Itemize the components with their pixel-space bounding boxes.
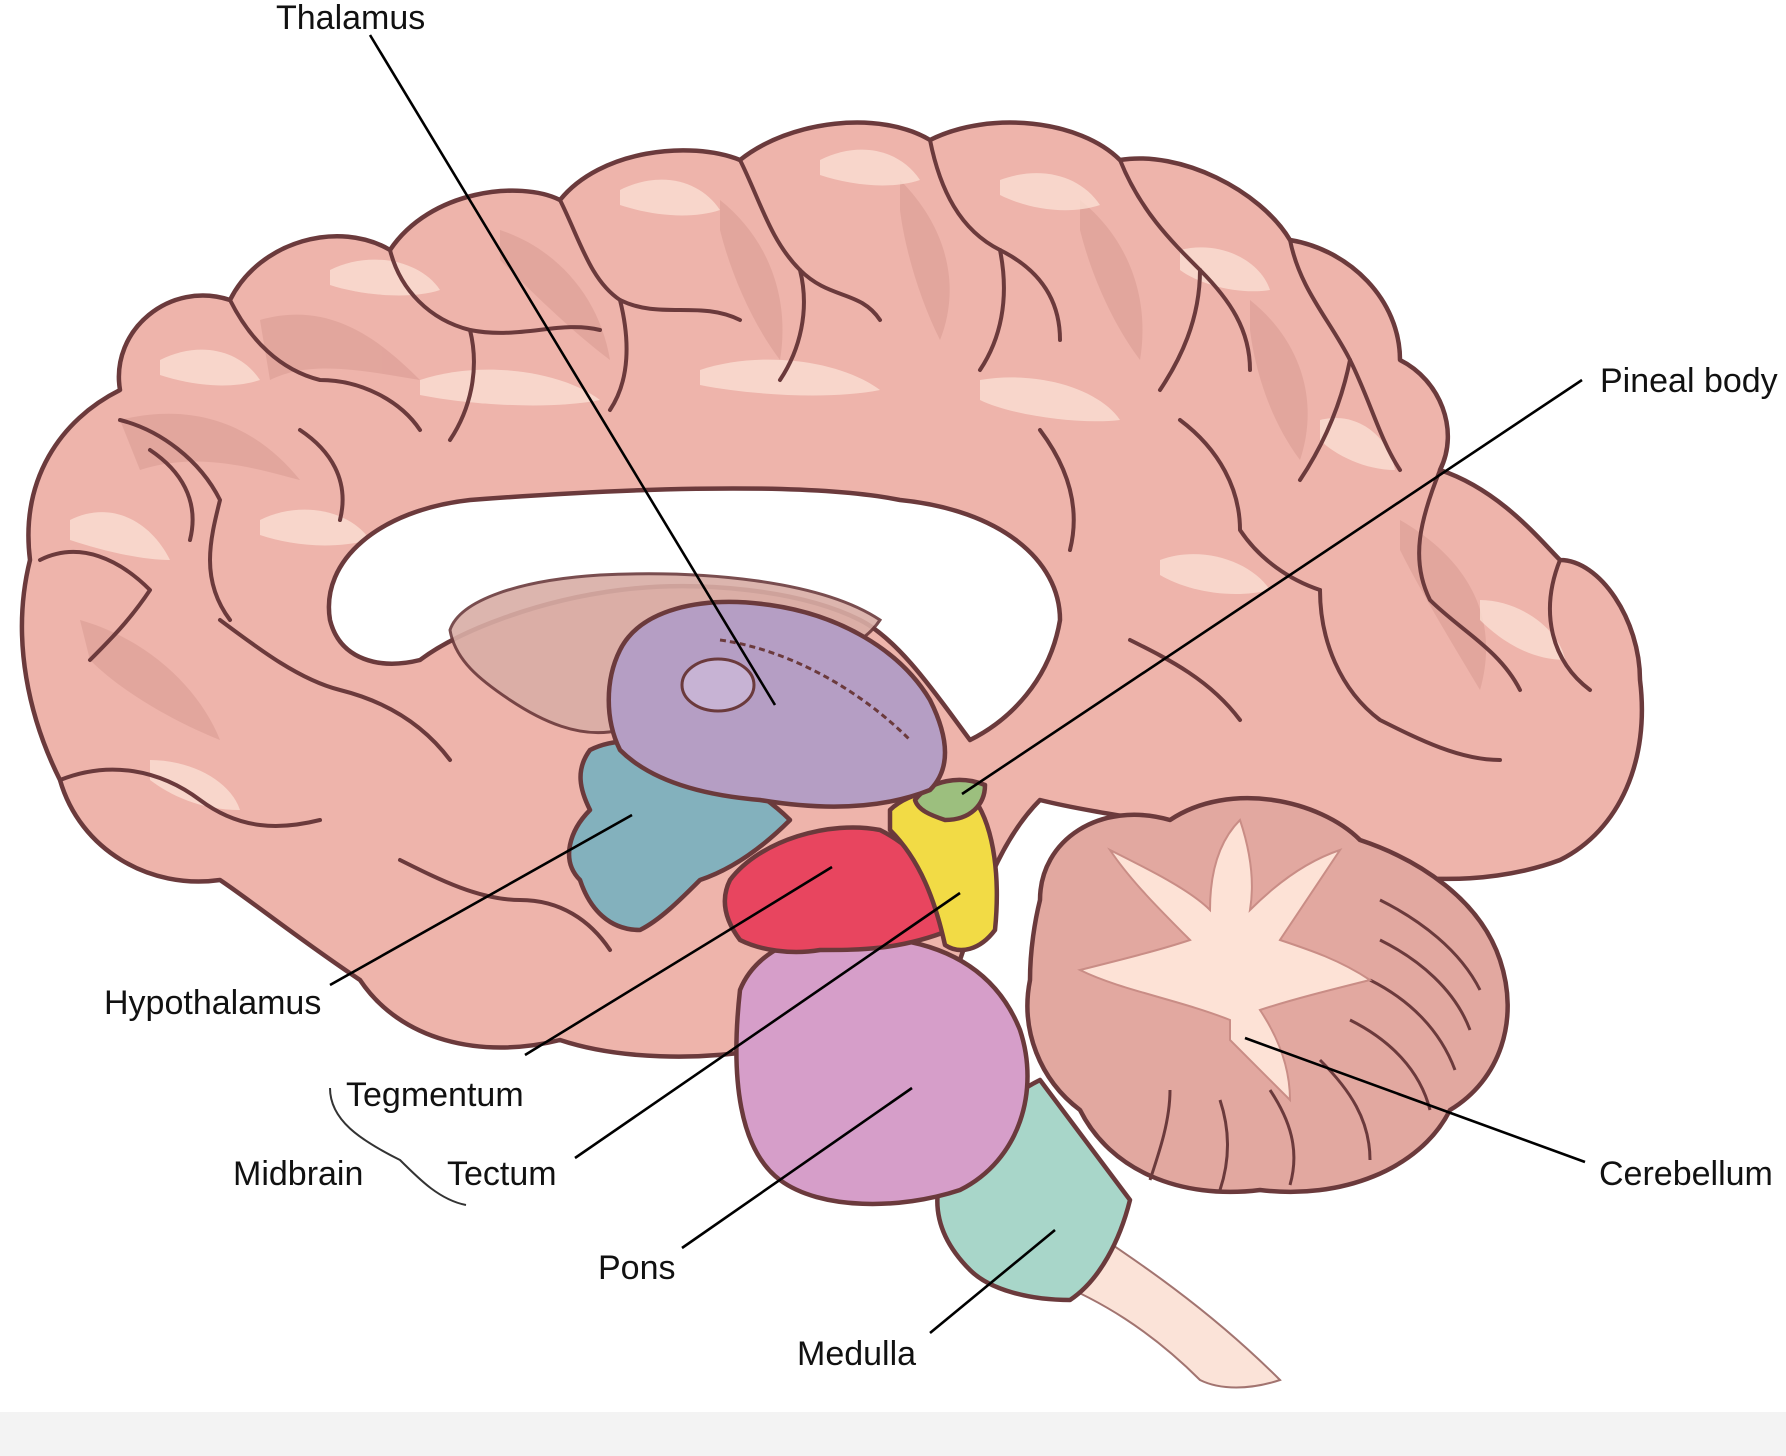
label-hypothalamus: Hypothalamus — [104, 984, 322, 1022]
label-tegmentum: Tegmentum — [346, 1076, 524, 1114]
cerebellum-leader — [1244, 1036, 1586, 1164]
stria-medullaris — [719, 638, 912, 742]
thalamus-leader — [368, 34, 777, 706]
pons-leader — [681, 1086, 913, 1250]
hypothalamus-leader — [329, 813, 633, 987]
tegmentum-region — [722, 825, 953, 955]
label-thalamus: Thalamus — [276, 0, 426, 37]
label-pons: Pons — [598, 1249, 676, 1287]
label-cerebellum: Cerebellum — [1599, 1155, 1773, 1193]
tectum-leader — [574, 891, 961, 1160]
thalamus-region — [606, 599, 948, 809]
label-tectum: Tectum — [447, 1155, 557, 1193]
thalamus — [606, 599, 948, 809]
cerebellum-folia — [1148, 898, 1482, 1191]
midbrain-brace — [329, 1087, 467, 1206]
label-pineal-body: Pineal body — [1600, 362, 1778, 400]
gyri-highlights — [70, 149, 1565, 810]
medulla-leader — [929, 1228, 1056, 1335]
interthalamic-adhesion — [680, 657, 756, 713]
label-medulla: Medulla — [797, 1335, 917, 1373]
gyral-lines — [38, 138, 1592, 952]
arbor-vitae — [1077, 818, 1373, 1103]
pineal-leader — [961, 378, 1583, 796]
tegmentum-leader — [524, 865, 833, 1057]
label-midbrain: Midbrain — [233, 1155, 364, 1193]
cerebellum — [1025, 795, 1510, 1195]
bottom-bar — [0, 1412, 1786, 1456]
